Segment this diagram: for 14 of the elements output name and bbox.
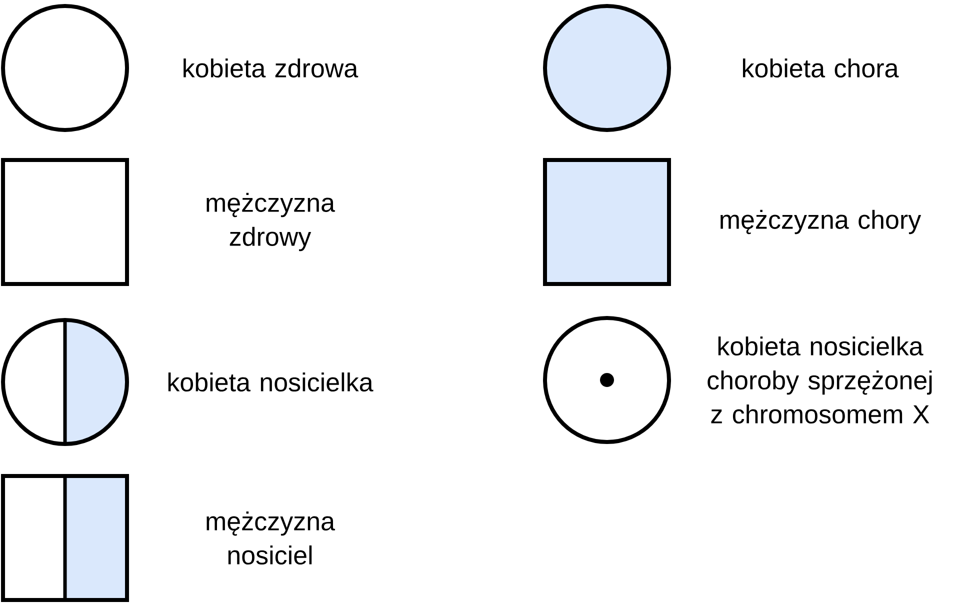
- symbol-label: kobieta zdrowa: [184, 58, 358, 78]
- square-symbol: [1, 158, 129, 286]
- symbol-label: kobieta nosicielka: [168, 372, 374, 392]
- circle-symbol: [1, 4, 129, 132]
- dotted-circle-symbol: [543, 316, 671, 444]
- half-filled-square-symbol: [1, 474, 129, 602]
- half-filled-circle-symbol: [1, 318, 129, 446]
- symbol-label: kobieta nosicielka choroby sprzężonej z chromosomem X: [708, 336, 932, 424]
- filled-circle-symbol: [543, 4, 671, 132]
- symbol-label: mężczyzna zdrowy: [206, 192, 336, 252]
- symbol-label: kobieta chora: [743, 58, 899, 78]
- symbol-label: mężczyzna nosiciel: [206, 511, 336, 565]
- filled-square-symbol: [543, 158, 671, 286]
- symbol-label: mężczyzna chory: [720, 210, 922, 234]
